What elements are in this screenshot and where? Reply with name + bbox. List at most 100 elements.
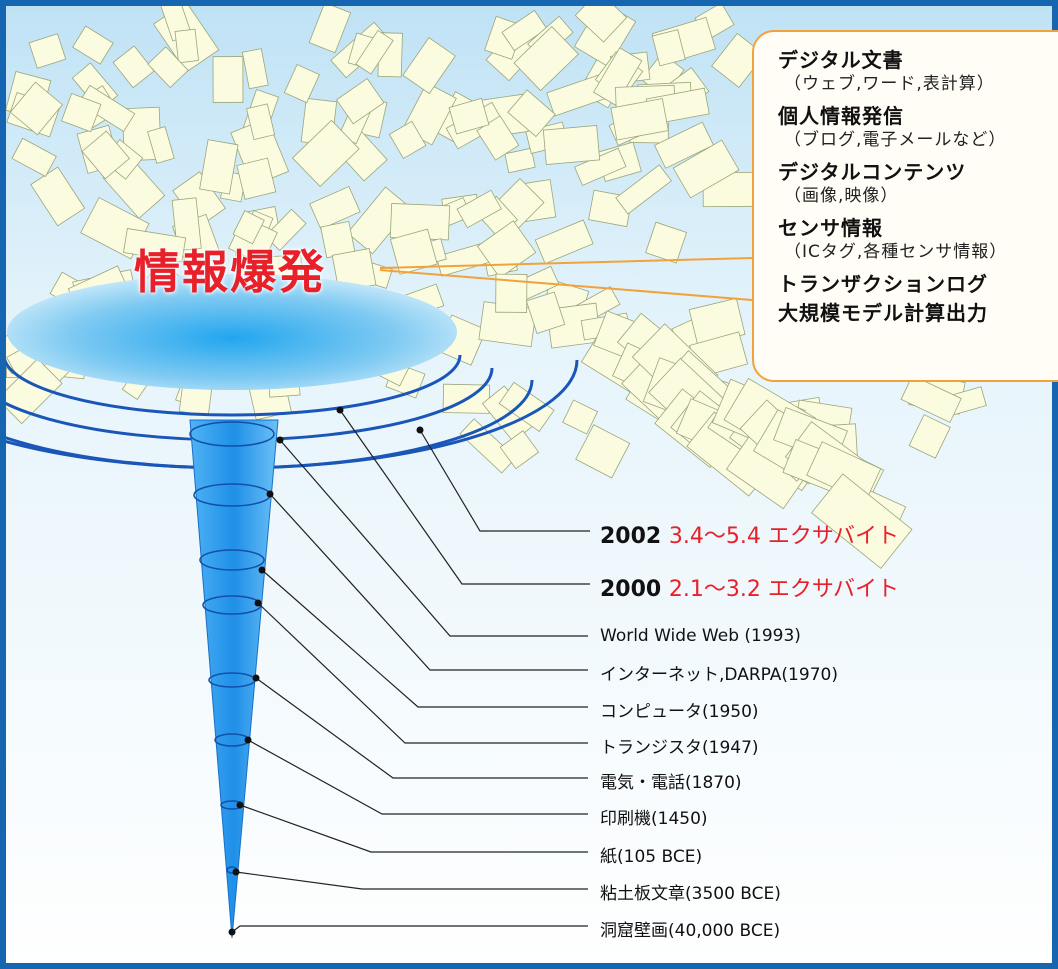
paper-document — [389, 228, 438, 275]
anchor-dot — [258, 566, 266, 574]
timeline-label: 印刷機(1450) — [600, 809, 708, 829]
paper-document — [513, 26, 579, 92]
timeline-year: 2002 — [600, 524, 662, 549]
paper-document — [593, 47, 643, 106]
timeline-label: インターネット,DARPA(1970) — [600, 665, 838, 685]
paper-document — [147, 46, 189, 89]
timeline-label: トランジスタ(1947) — [600, 738, 759, 758]
paper-document — [123, 228, 187, 263]
info-item: デジタルコンテンツ（画像,映像） — [778, 160, 1058, 207]
paper-document — [147, 126, 175, 164]
paper-document — [174, 28, 199, 64]
paper-documents-swarm — [0, 0, 987, 569]
anchor-dot — [254, 599, 262, 607]
info-item-title: トランザクションログ — [778, 272, 988, 296]
paper-document — [335, 78, 385, 125]
paper-document — [448, 97, 490, 135]
paper-document — [291, 119, 360, 188]
info-item-title: 個人情報発信 — [778, 104, 904, 128]
info-item: 大規模モデル計算出力 — [778, 301, 1058, 326]
paper-document — [575, 424, 631, 479]
anchor-dot — [276, 436, 284, 444]
timeline-label: 2002 3.4〜5.4 エクサバイト — [600, 518, 899, 550]
info-item-title: センサ情報 — [778, 216, 883, 240]
timeline-label: 2000 2.1〜3.2 エクサバイト — [600, 571, 899, 603]
leader-line — [255, 677, 588, 779]
paper-document — [78, 84, 136, 133]
anchor-dot — [252, 674, 260, 682]
paper-document — [28, 33, 67, 69]
paper-document — [283, 63, 320, 104]
headline-information-explosion: 情報爆発 — [134, 245, 326, 299]
funnel-bowl — [7, 274, 457, 390]
info-item: デジタル文書（ウェブ,ワード,表計算） — [778, 48, 1058, 95]
paper-document — [241, 48, 269, 90]
paper-document — [811, 473, 913, 569]
cone-ring — [202, 595, 262, 615]
funnel-ring — [2, 354, 462, 417]
info-item: トランザクションログ — [778, 272, 1058, 297]
info-item-subtitle: （ウェブ,ワード,表計算） — [784, 74, 995, 94]
paper-document — [525, 291, 566, 334]
timeline-label: 粘土板文章(3500 BCE) — [600, 884, 781, 904]
paper-document — [495, 273, 528, 313]
paper-document — [402, 37, 456, 95]
anchor-dot — [228, 928, 236, 936]
information-sources-callout: デジタル文書（ウェブ,ワード,表計算） 個人情報発信（ブログ,電子メールなど） デジ… — [752, 30, 1058, 382]
callout-line-top — [379, 257, 753, 269]
paper-document — [199, 139, 239, 195]
paper-document — [542, 125, 601, 165]
leader-line — [279, 439, 588, 637]
info-item-title: デジタル文書 — [778, 48, 904, 72]
info-item-title: 大規模モデル計算出力 — [778, 301, 988, 325]
paper-document — [246, 103, 276, 141]
paper-document — [645, 221, 688, 264]
anchor-dot — [416, 426, 424, 434]
info-item: 個人情報発信（ブログ,電子メールなど） — [778, 104, 1058, 151]
paper-document — [309, 185, 361, 230]
paper-document — [615, 164, 672, 215]
paper-document — [654, 121, 714, 169]
paper-document — [504, 147, 536, 174]
paper-document — [507, 89, 556, 138]
timeline-label: 電気・電話(1870) — [600, 773, 742, 793]
paper-document — [232, 210, 265, 245]
leader-line — [235, 871, 588, 890]
timeline-leader-lines — [228, 257, 753, 936]
paper-document — [499, 430, 540, 470]
leader-line — [261, 569, 588, 708]
paper-document — [900, 374, 962, 423]
leader-line — [239, 804, 588, 853]
paper-document — [610, 98, 669, 141]
leader-line — [339, 409, 590, 585]
anchor-dot — [232, 868, 240, 876]
leader-line — [247, 739, 588, 815]
paper-document — [562, 399, 599, 435]
paper-document — [672, 139, 740, 199]
paper-document — [112, 45, 155, 89]
leader-line — [419, 429, 590, 532]
timeline-label: 洞窟壁画(40,000 BCE) — [600, 921, 781, 941]
anchor-dot — [244, 736, 252, 744]
timeline-year: 2000 — [600, 577, 662, 602]
paper-document — [236, 157, 277, 200]
timeline-amount: 3.4〜5.4 エクサバイト — [668, 524, 899, 549]
cone-ring — [189, 421, 275, 447]
paper-document — [212, 56, 244, 103]
timeline-label: 紙(105 BCE) — [600, 847, 703, 867]
paper-document — [908, 414, 951, 459]
paper-document — [308, 2, 352, 54]
paper-document — [388, 120, 427, 160]
anchor-dot — [236, 801, 244, 809]
info-item-subtitle: （画像,映像） — [784, 186, 899, 206]
paper-document — [651, 29, 686, 67]
paper-document — [711, 32, 766, 88]
paper-document — [355, 29, 394, 75]
paper-document — [456, 189, 502, 229]
leader-line — [257, 602, 588, 744]
info-item-title: デジタルコンテンツ — [778, 160, 967, 184]
leader-line — [269, 493, 588, 671]
anchor-dot — [336, 406, 344, 414]
